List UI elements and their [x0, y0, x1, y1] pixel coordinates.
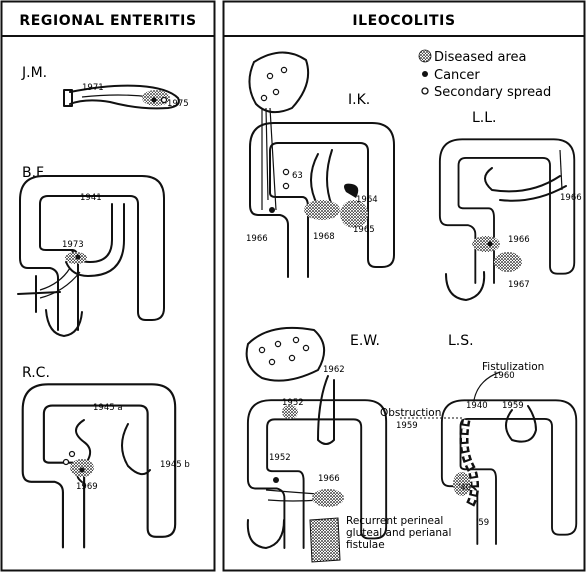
ew-fistula-lines — [266, 490, 320, 501]
jm-cancer — [152, 98, 157, 103]
ls-obstruction-label: Obstruction — [380, 407, 441, 419]
ik-liver — [249, 52, 308, 112]
jm-spread — [162, 98, 167, 103]
ew-liver-spread-6 — [303, 345, 308, 350]
left-panel-title: REGIONAL ENTERITIS — [19, 13, 196, 29]
jm-year-2: 1975 — [167, 99, 189, 109]
ew-liver — [247, 328, 325, 381]
ew-liver-spread-1 — [259, 347, 264, 352]
ll-diseased-2 — [494, 252, 522, 272]
ls-year-1: 1960 — [493, 371, 515, 381]
legend: Diseased area Cancer Secondary spread — [419, 50, 551, 100]
ew-liver-spread-2 — [275, 341, 280, 346]
ew-liver-spread-3 — [293, 337, 298, 342]
case-jm: J.M. 1971 1975 — [21, 65, 189, 109]
bf-cancer — [76, 255, 81, 260]
ew-year-2: 1952 — [282, 398, 304, 408]
ll-diseased-1 — [472, 236, 500, 252]
rc-ileum-second — [122, 424, 150, 474]
rc-year-1: 1945 a — [93, 403, 123, 413]
ll-bladder — [446, 272, 484, 300]
ll-tract — [560, 150, 562, 190]
ik-year-1: 63 — [292, 171, 303, 181]
ik-node-2 — [283, 183, 288, 188]
case-ew: E.W. 1962 1952 1952 1966 Recurrent perin… — [247, 328, 452, 562]
case-label-jm: J.M. — [21, 65, 47, 81]
ik-liver-spread-3 — [273, 89, 278, 94]
bf-year-2: 1973 — [62, 240, 84, 250]
jm-inner-line — [82, 95, 150, 97]
bf-bladder — [46, 310, 82, 336]
ll-ileum — [485, 168, 566, 201]
ew-note-line-3: fistulae — [346, 539, 385, 551]
ik-liver-spread-1 — [267, 73, 272, 78]
legend-diseased: Diseased area — [434, 50, 527, 65]
ik-liver-spread-4 — [261, 95, 266, 100]
ew-year-1: 1962 — [323, 365, 345, 375]
rc-year-3: 1969 — [76, 482, 98, 492]
diseased-area-swatch — [419, 50, 431, 62]
legend-spread: Secondary spread — [434, 85, 551, 100]
ik-ileum — [311, 150, 332, 206]
ew-diseased-2 — [312, 489, 344, 507]
ls-year-3: 1959 — [502, 401, 524, 411]
jm-year-1: 1971 — [82, 83, 104, 93]
ik-liver-spread-2 — [281, 67, 286, 72]
ls-year-4: '40 — [458, 483, 471, 493]
ik-year-3: 1965 — [353, 225, 375, 235]
case-label-rc: R.C. — [22, 365, 50, 381]
ew-note-line-1: Recurrent perineal — [346, 515, 443, 527]
ew-cancer — [273, 477, 279, 483]
cancer-swatch — [422, 71, 428, 77]
ls-ileum-loop — [506, 406, 536, 442]
right-panel-title: ILEOCOLITIS — [352, 13, 455, 29]
rc-spread-2 — [64, 460, 69, 465]
ll-cancer — [488, 242, 493, 247]
secondary-spread-swatch — [422, 88, 428, 94]
ik-year-4: 1966 — [246, 234, 268, 244]
ew-perineal-area — [310, 518, 340, 562]
ls-obstruction-year: 1959 — [396, 421, 418, 431]
case-label-ik: I.K. — [348, 92, 370, 108]
case-ik: I.K. 63 1964 1965 1966 1968 — [246, 52, 394, 277]
ew-liver-spread-5 — [289, 355, 294, 360]
case-label-ew: E.W. — [350, 333, 380, 349]
ew-bladder — [248, 520, 284, 548]
ew-liver-spread-4 — [269, 359, 274, 364]
bf-year-1: 1941 — [80, 193, 102, 203]
case-label-ls: L.S. — [448, 333, 474, 349]
ik-diseased-1 — [304, 200, 340, 220]
case-ll: L.L. 1966 1966 1967 — [440, 110, 582, 300]
bf-fistula-tract — [18, 276, 60, 312]
ll-year-1: 1966 — [508, 235, 530, 245]
ew-year-3: 1952 — [269, 453, 291, 463]
rc-year-2: 1945 b — [160, 460, 190, 470]
case-ls: L.S. Fistulization 1960 1940 1959 Obstru… — [380, 333, 576, 544]
case-bf: B.F. 1941 1973 — [18, 165, 164, 336]
case-label-ll: L.L. — [472, 110, 497, 126]
ls-year-2: 1940 — [466, 401, 488, 411]
ls-year-5: '59 — [476, 518, 489, 528]
ll-year-3: 1967 — [508, 280, 530, 290]
ik-cancer — [269, 207, 275, 213]
ll-year-2: 1966 — [560, 193, 582, 203]
legend-cancer: Cancer — [434, 68, 480, 83]
ew-note-line-2: gluteal and perianal — [346, 527, 451, 539]
ew-year-4: 1966 — [318, 474, 340, 484]
ik-node-1 — [283, 169, 288, 174]
rc-cancer — [80, 468, 85, 473]
rc-spread-1 — [70, 452, 75, 457]
ew-ileum — [318, 376, 334, 444]
ik-year-5: 1968 — [313, 232, 335, 242]
case-label-bf: B.F. — [22, 165, 46, 181]
ik-year-2: 1964 — [356, 195, 378, 205]
case-rc: R.C. 1945 a 1945 b 1969 — [22, 365, 190, 547]
